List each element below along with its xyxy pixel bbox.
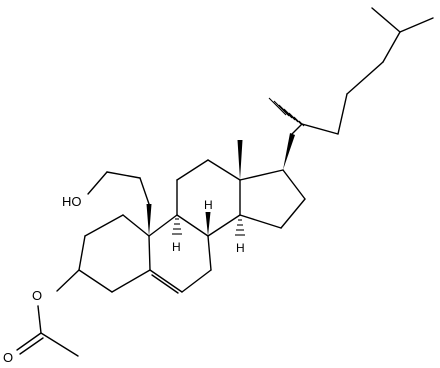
acetate-oxygen-label: O <box>32 288 42 303</box>
ring-c <box>176 159 241 237</box>
h9-group: H <box>172 218 182 254</box>
acetate-group: O O <box>3 269 80 365</box>
c20-methyl-hash <box>268 97 305 127</box>
ring-a <box>78 214 151 293</box>
carbonyl-oxygen-label: O <box>3 350 13 365</box>
c10-wedge-bond <box>146 204 152 236</box>
c13-methyl-wedge <box>237 140 243 180</box>
ring-b <box>148 214 212 294</box>
h14-group: H <box>235 219 245 255</box>
h14-label: H <box>236 241 245 255</box>
c17-wedge-bond <box>283 133 295 170</box>
h9-hash-bond <box>172 218 182 235</box>
double-bond-c5-c6 <box>151 274 179 294</box>
side-chain <box>268 7 434 170</box>
h14-hash-bond <box>235 219 245 236</box>
h8-label: H <box>204 198 213 212</box>
h8-group: H <box>204 198 213 236</box>
hydroxyl-label: HO <box>62 194 82 209</box>
h8-wedge-bond <box>205 212 211 236</box>
ring-d <box>239 169 306 229</box>
hydroxyethyl-group: HO <box>62 171 152 236</box>
h9-label: H <box>172 240 181 254</box>
